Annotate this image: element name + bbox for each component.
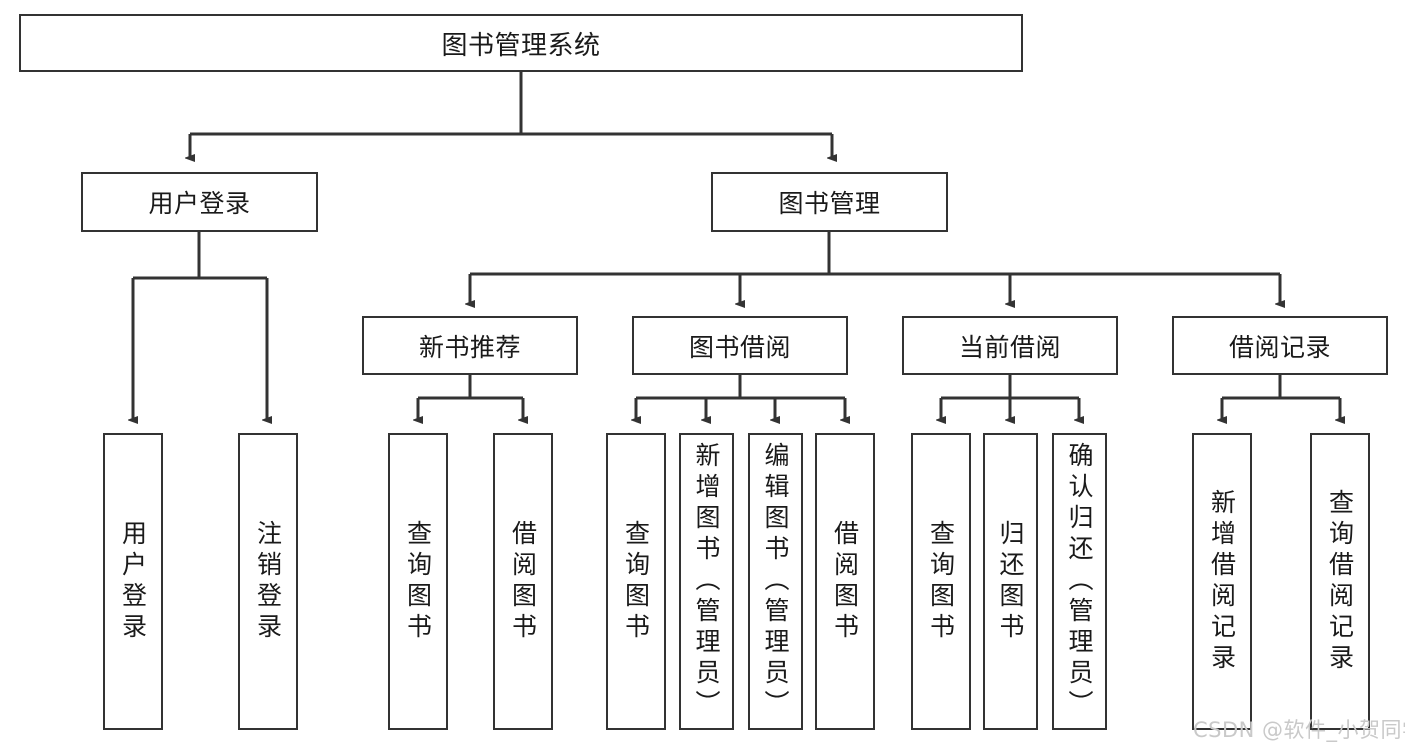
leaf-query-book-2-label: 查询图书	[621, 519, 651, 644]
leaf-add-record[interactable]: 新增借阅记录	[1192, 433, 1252, 730]
leaf-confirm-return-label: 确认归还（管理员）	[1065, 442, 1094, 721]
leaf-query-book-3-label: 查询图书	[926, 519, 956, 644]
leaf-logout-label: 注销登录	[253, 519, 283, 644]
leaf-query-record-label: 查询借阅记录	[1325, 488, 1355, 675]
leaf-add-book-label: 新增图书（管理员）	[692, 442, 721, 721]
leaf-edit-book[interactable]: 编辑图书（管理员）	[748, 433, 803, 730]
leaf-return-book[interactable]: 归还图书	[983, 433, 1038, 730]
node-book-manage[interactable]: 图书管理	[711, 172, 948, 232]
node-root[interactable]: 图书管理系统	[19, 14, 1023, 72]
leaf-confirm-return[interactable]: 确认归还（管理员）	[1052, 433, 1107, 730]
leaf-query-book-1-label: 查询图书	[403, 519, 433, 644]
leaf-return-book-label: 归还图书	[996, 519, 1025, 644]
leaf-add-book[interactable]: 新增图书（管理员）	[679, 433, 734, 730]
node-user-login-label: 用户登录	[148, 189, 251, 218]
leaf-borrow-book-1-label: 借阅图书	[508, 519, 538, 644]
leaf-add-record-label: 新增借阅记录	[1207, 488, 1237, 675]
node-root-label: 图书管理系统	[441, 30, 601, 61]
leaf-borrow-book-1[interactable]: 借阅图书	[493, 433, 553, 730]
leaf-query-book-2[interactable]: 查询图书	[606, 433, 666, 730]
leaf-query-record[interactable]: 查询借阅记录	[1310, 433, 1370, 730]
leaf-query-book-3[interactable]: 查询图书	[911, 433, 971, 730]
leaf-borrow-book-2[interactable]: 借阅图书	[815, 433, 875, 730]
watermark: CSDN @软件_小贺同学	[1193, 718, 1405, 742]
leaf-user-login[interactable]: 用户登录	[103, 433, 163, 730]
leaf-user-login-label: 用户登录	[118, 519, 148, 644]
leaf-query-book-1[interactable]: 查询图书	[388, 433, 448, 730]
node-book-manage-label: 图书管理	[778, 189, 881, 218]
leaf-edit-book-label: 编辑图书（管理员）	[761, 442, 790, 721]
node-new-book-recommend-label: 新书推荐	[418, 332, 521, 362]
node-new-book-recommend[interactable]: 新书推荐	[362, 316, 578, 375]
leaf-borrow-book-2-label: 借阅图书	[830, 519, 860, 644]
node-book-borrow-label: 图书借阅	[688, 332, 791, 362]
node-borrow-record[interactable]: 借阅记录	[1172, 316, 1388, 375]
node-book-borrow[interactable]: 图书借阅	[632, 316, 848, 375]
node-borrow-record-label: 借阅记录	[1228, 332, 1331, 362]
leaf-logout[interactable]: 注销登录	[238, 433, 298, 730]
node-current-borrow[interactable]: 当前借阅	[902, 316, 1118, 375]
node-current-borrow-label: 当前借阅	[958, 332, 1061, 362]
node-user-login[interactable]: 用户登录	[81, 172, 318, 232]
